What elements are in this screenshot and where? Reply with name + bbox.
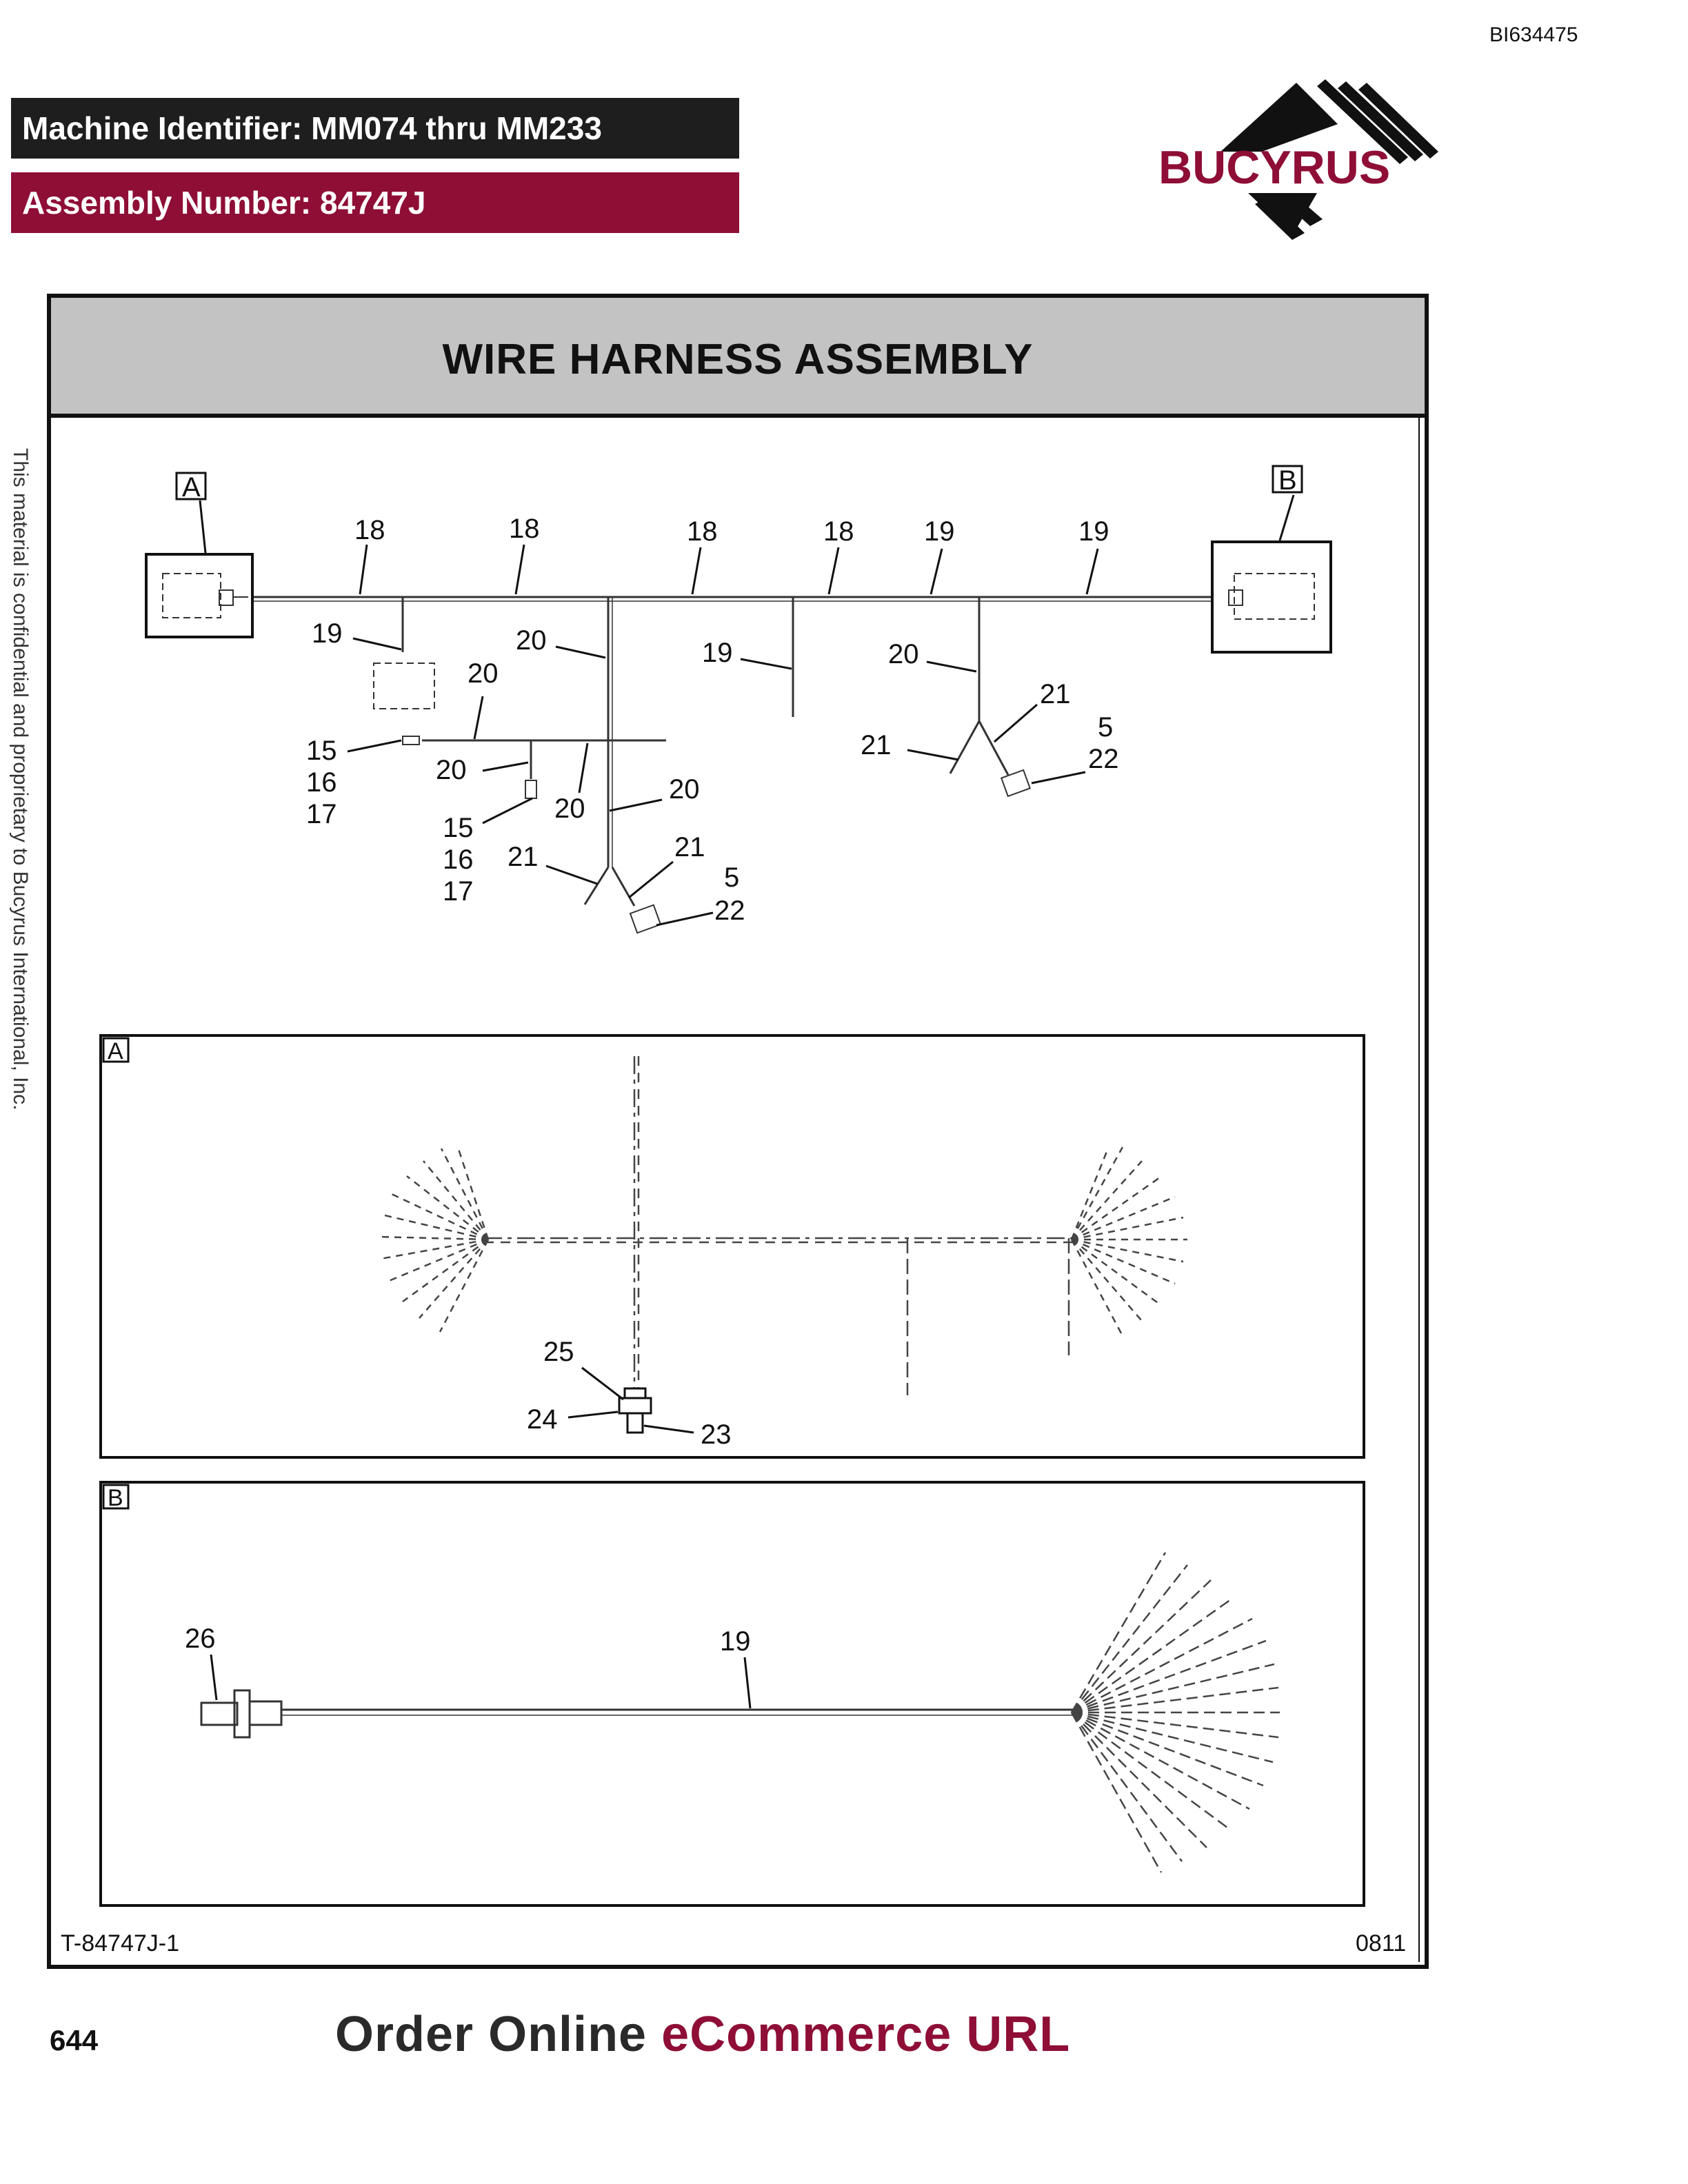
callout-21: 21 (861, 730, 892, 760)
callout-20: 20 (669, 774, 700, 805)
callout-20: 20 (888, 639, 919, 669)
bucyrus-logo: BUCYRUS (1158, 79, 1438, 240)
callout-18: 18 (823, 516, 854, 547)
detail-view-a: A (99, 1034, 1365, 1459)
callout-19: 19 (702, 638, 733, 668)
callout-20: 20 (516, 625, 547, 656)
detail-view-b: B 26 19 (99, 1481, 1365, 1907)
figure-date: 0811 (1356, 1930, 1407, 1957)
callout-16: 16 (443, 845, 474, 875)
callout-19: 19 (1078, 516, 1109, 547)
brand-wordmark: BUCYRUS (1158, 141, 1390, 194)
callout-17: 17 (306, 799, 337, 829)
detail-a-label: A (108, 1038, 123, 1064)
title-bar (47, 294, 1429, 418)
callout-5: 5 (724, 862, 739, 893)
callout-18: 18 (687, 516, 718, 547)
diagram-title: WIRE HARNESS ASSEMBLY (442, 336, 1034, 383)
detail-b-label: B (108, 1485, 123, 1511)
order-online-text: Order Online (335, 2007, 662, 2062)
callout-18: 18 (354, 515, 385, 545)
callout-26: 26 (185, 1624, 216, 1654)
callout-19: 19 (720, 1626, 751, 1657)
document-id: BI634475 (1489, 23, 1578, 46)
view-flag-a: A (182, 472, 201, 503)
callout-21: 21 (508, 842, 539, 872)
callout-24: 24 (527, 1404, 558, 1435)
callout-15: 15 (306, 736, 337, 766)
page-number: 644 (50, 2024, 99, 2056)
order-online-line: Order Online eCommerce URL (335, 2006, 1070, 2063)
callout-15: 15 (443, 813, 474, 843)
callout-17: 17 (443, 876, 474, 907)
callout-19: 19 (312, 618, 343, 649)
ecommerce-url-link[interactable]: eCommerce URL (661, 2007, 1071, 2062)
machine-identifier-band: Machine Identifier: MM074 thru MM233 (11, 98, 739, 159)
callout-22: 22 (1088, 744, 1119, 774)
callout-22: 22 (714, 896, 745, 926)
callout-25: 25 (543, 1337, 574, 1367)
view-flag-b: B (1278, 465, 1297, 496)
callout-21: 21 (1040, 679, 1071, 709)
callout-5: 5 (1098, 712, 1113, 742)
callout-21: 21 (674, 832, 705, 862)
callout-18: 18 (509, 514, 540, 544)
callout-16: 16 (306, 767, 337, 798)
callout-20: 20 (436, 755, 467, 785)
callout-20: 20 (468, 658, 499, 689)
callout-20: 20 (554, 793, 585, 824)
callout-23: 23 (701, 1419, 732, 1450)
assembly-number-band: Assembly Number: 84747J (11, 172, 739, 233)
callout-19: 19 (924, 516, 955, 547)
figure-id: T-84747J-1 (61, 1930, 179, 1957)
